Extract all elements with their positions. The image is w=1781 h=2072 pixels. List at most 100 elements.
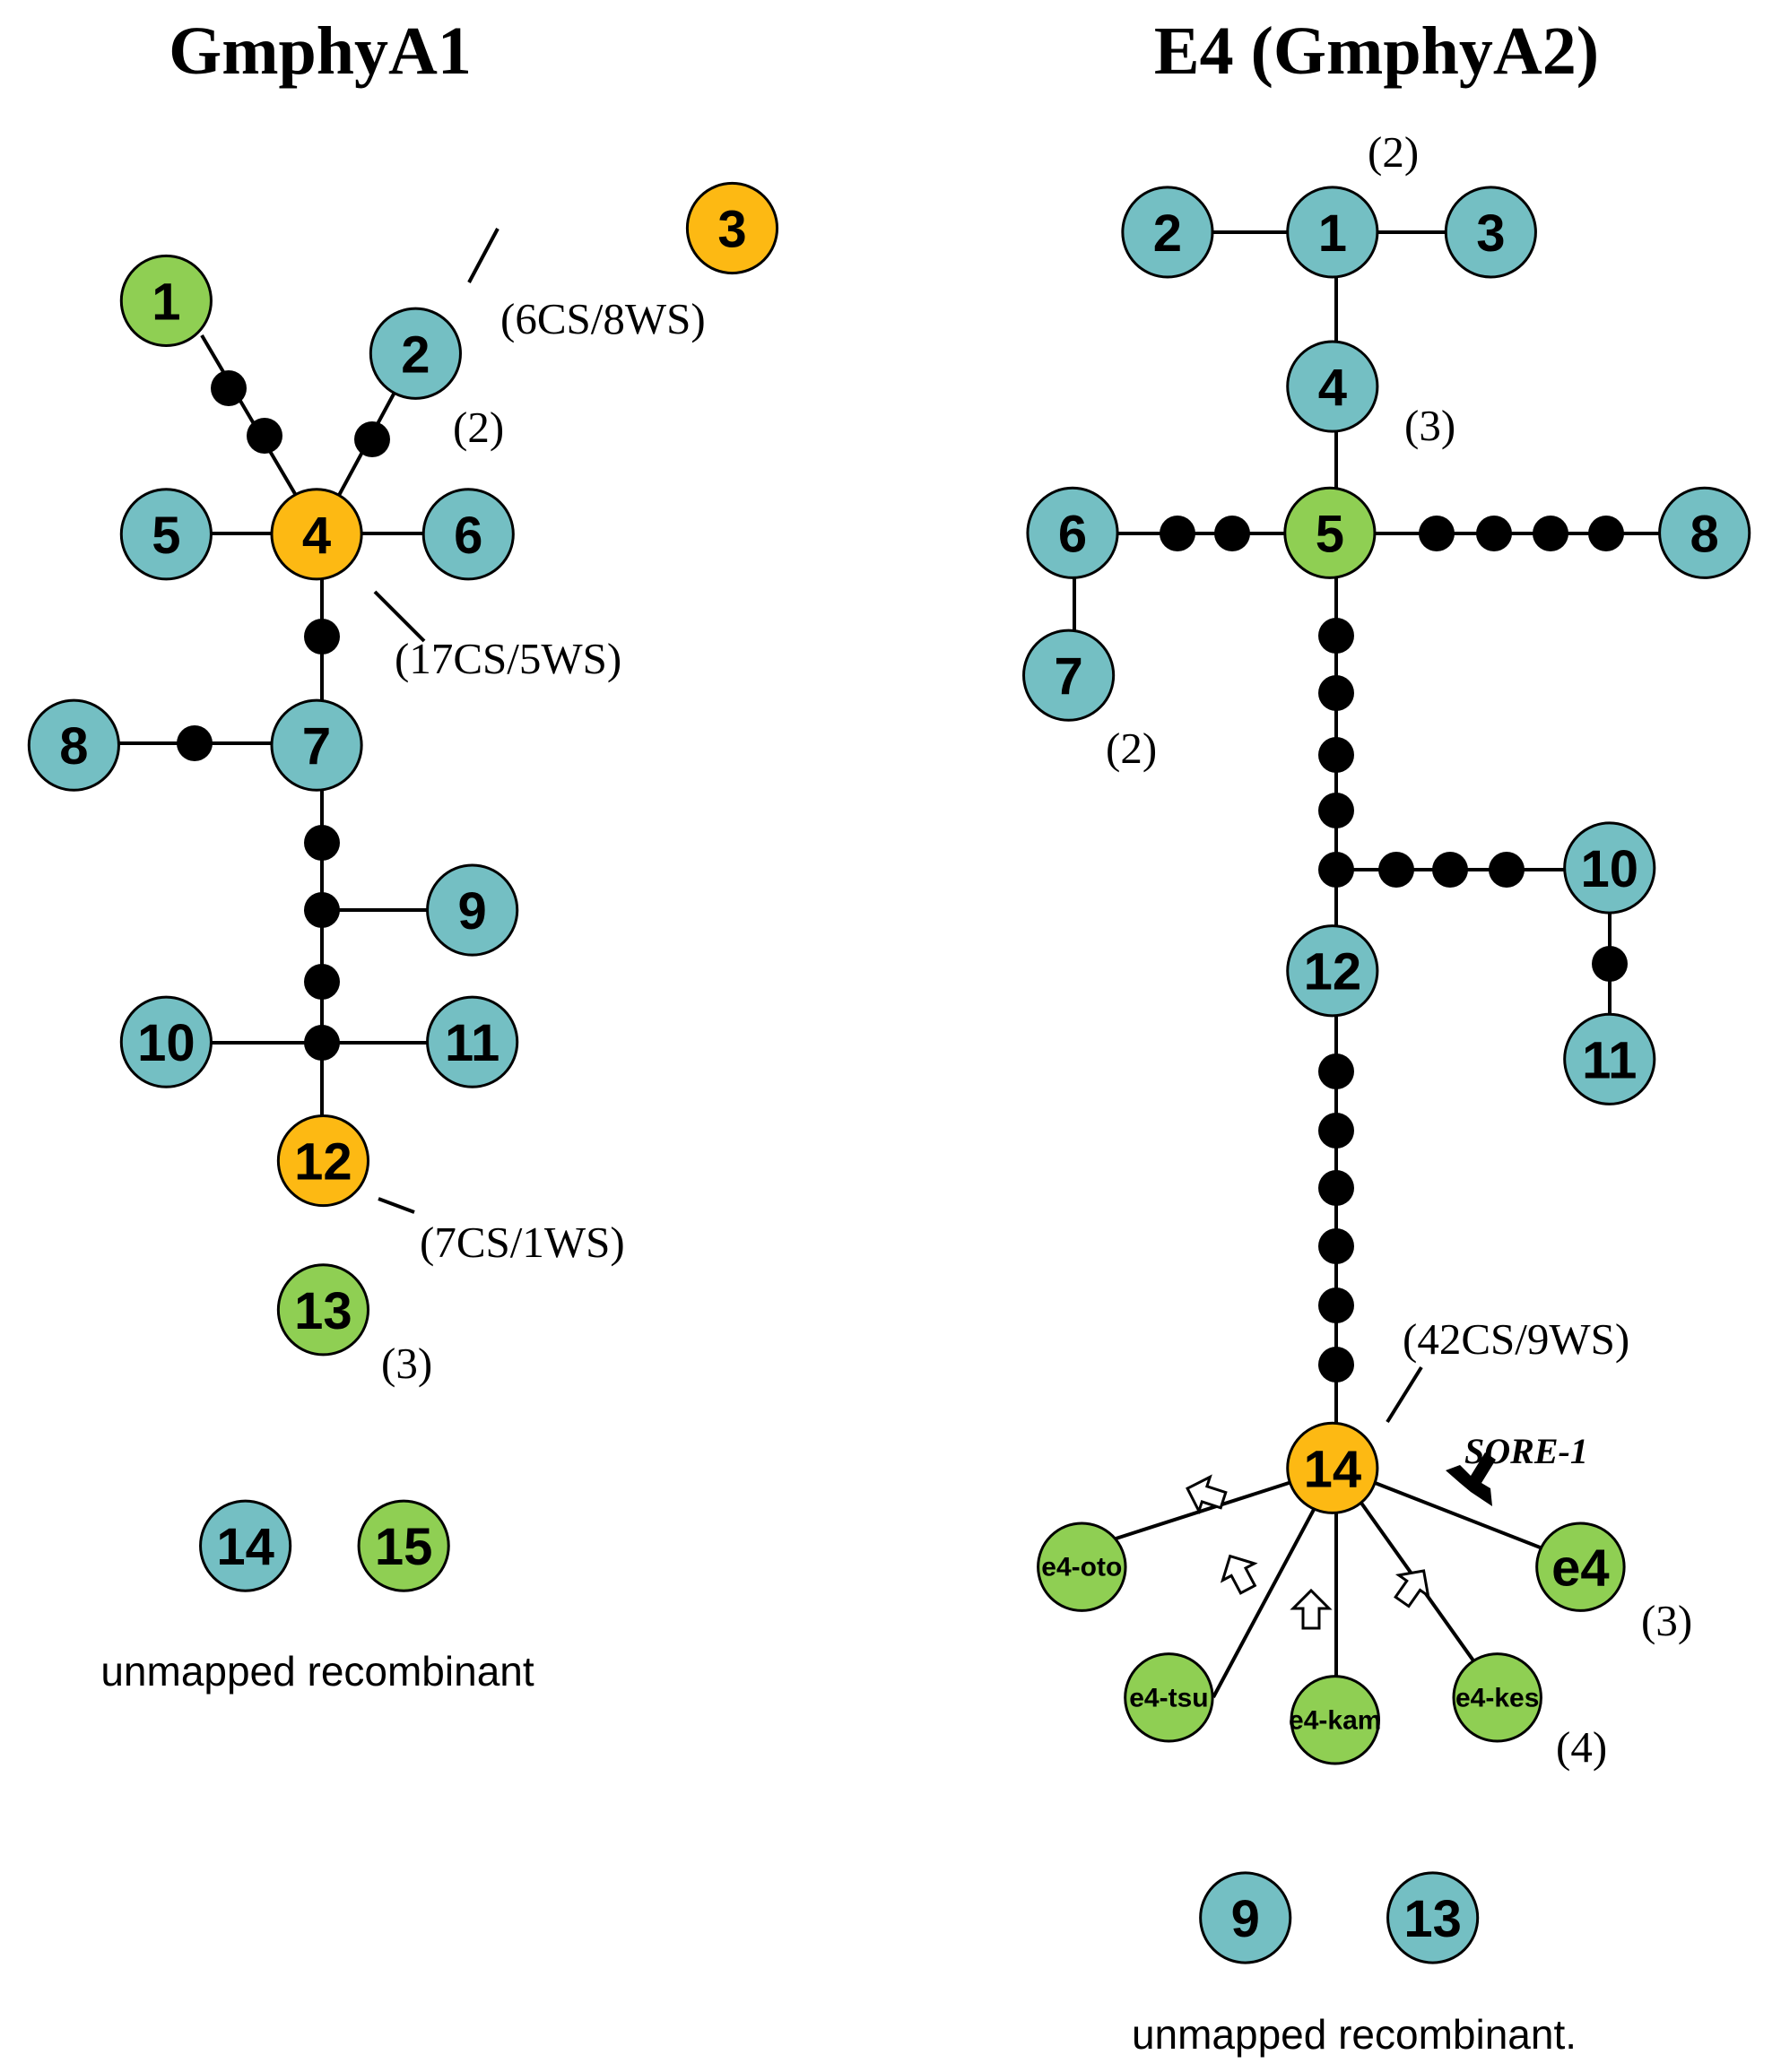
node-label: 11 (445, 1014, 500, 1072)
haplotype-node-e4-oto: e4-oto (1037, 1521, 1127, 1612)
haplotype-node-5: 5 (1283, 486, 1377, 579)
node-circle (1444, 186, 1537, 279)
median-vector-dot (1160, 516, 1195, 551)
node-circle (1658, 486, 1751, 579)
node-circle (276, 1114, 369, 1208)
arrow-kes (1386, 1559, 1440, 1614)
haplotype-node-8: 8 (27, 698, 120, 792)
node-circle (421, 488, 515, 581)
node-label: 6 (1058, 505, 1087, 563)
node-circle (1452, 1652, 1542, 1743)
haplotype-node-e4: e4 (1535, 1521, 1626, 1612)
median-vector-dot (1318, 1053, 1354, 1089)
node-label: 11 (1582, 1031, 1637, 1089)
annotation-e4-kes-count: (4) (1556, 1722, 1607, 1772)
haplotype-node-2: 2 (1121, 186, 1214, 279)
node-label: 1 (1318, 204, 1347, 263)
haplotype-node-e4-kam: e4-kam (1289, 1675, 1381, 1765)
node-circle (1286, 1421, 1379, 1514)
node-label: 13 (294, 1282, 352, 1340)
caption-unmapped-left: unmapped recombinant (100, 1648, 534, 1695)
unmapped-node-9: 9 (1199, 1871, 1292, 1964)
median-vector-dot (1318, 852, 1354, 888)
node-circle (1283, 486, 1377, 579)
node-label: 3 (717, 201, 746, 259)
node-circle (1535, 1521, 1626, 1612)
node-label: 9 (458, 882, 487, 941)
node-circle (426, 863, 519, 957)
node-label: 14 (216, 1518, 274, 1576)
annotation-3-counts: (6CS/8WS) (500, 294, 706, 343)
haplotype-node-11: 11 (426, 995, 519, 1088)
haplotype-node-e4-kes: e4-kes (1452, 1652, 1542, 1743)
unmapped-node-13: 13 (1386, 1871, 1480, 1964)
node-circle (1563, 1012, 1656, 1105)
median-vector-dot (1476, 516, 1512, 551)
median-vector-dot (1419, 516, 1455, 551)
median-vector-dot (1318, 1287, 1354, 1323)
node-label: e4-kam (1289, 1705, 1381, 1735)
haplotype-node-2: 2 (369, 307, 462, 400)
median-vector-dot (1318, 737, 1354, 773)
haplotype-node-9: 9 (426, 863, 519, 957)
node-label: 9 (1231, 1890, 1260, 1948)
median-vector-dot (1588, 516, 1624, 551)
median-vector-dot (1318, 1347, 1354, 1383)
haplotype-node-7: 7 (1022, 629, 1116, 722)
median-vector-dot (1318, 1113, 1354, 1149)
arrow-tsu (1212, 1546, 1265, 1600)
node-label: 4 (302, 507, 331, 565)
node-circle (357, 1499, 450, 1592)
node-circle (1286, 340, 1379, 433)
haplotype-node-12: 12 (1286, 924, 1379, 1018)
node-circle (685, 181, 779, 275)
median-vector-dot (1318, 1228, 1354, 1264)
node-circle (1124, 1652, 1214, 1743)
haplotype-node-3: 3 (685, 181, 779, 275)
panel-title-gmphya1: GmphyA1 (169, 13, 472, 89)
node-circle (369, 307, 462, 400)
haplotype-node-5: 5 (119, 488, 213, 581)
annotation-13-count: (3) (381, 1339, 432, 1388)
node-label: 8 (1690, 505, 1719, 563)
annotation-7-count: (2) (1106, 724, 1157, 773)
node-label: 12 (1304, 943, 1362, 1001)
node-label: e4-oto (1041, 1553, 1122, 1582)
sore-1-label: SORE-1 (1464, 1431, 1588, 1471)
node-circle (119, 488, 213, 581)
node-circle (199, 1499, 292, 1592)
caption-unmapped-right: unmapped recombinant. (1132, 2011, 1577, 2058)
node-circle (1037, 1521, 1127, 1612)
median-vector-dot (304, 892, 340, 928)
median-vector-dot (1318, 618, 1354, 654)
annotation-4-count: (3) (1404, 401, 1455, 450)
median-vector-dot (354, 421, 390, 457)
node-circle (1026, 486, 1119, 579)
unmapped-node-14: 14 (199, 1499, 292, 1592)
node-circle (1022, 629, 1116, 722)
haplotype-node-3: 3 (1444, 186, 1537, 279)
node-label: 1 (152, 273, 180, 331)
node-circle (276, 1263, 369, 1357)
median-vector-dot (1214, 516, 1250, 551)
median-vector-dot (304, 1025, 340, 1061)
node-label: 5 (152, 507, 180, 565)
node-label: 10 (1580, 840, 1638, 898)
node-label: 13 (1403, 1890, 1462, 1948)
haplotype-node-4: 4 (1286, 340, 1379, 433)
node-circle (1121, 186, 1214, 279)
median-vector-dot (1533, 516, 1568, 551)
node-circle (119, 254, 213, 347)
node-label: e4-tsu (1129, 1683, 1208, 1712)
node-label: 7 (302, 717, 331, 776)
median-vector-dot (304, 825, 340, 861)
median-vector-dot (1489, 852, 1525, 888)
unmapped-node-15: 15 (357, 1499, 450, 1592)
haplotype-node-13: 13 (276, 1263, 369, 1357)
median-vector-dot (177, 725, 213, 761)
